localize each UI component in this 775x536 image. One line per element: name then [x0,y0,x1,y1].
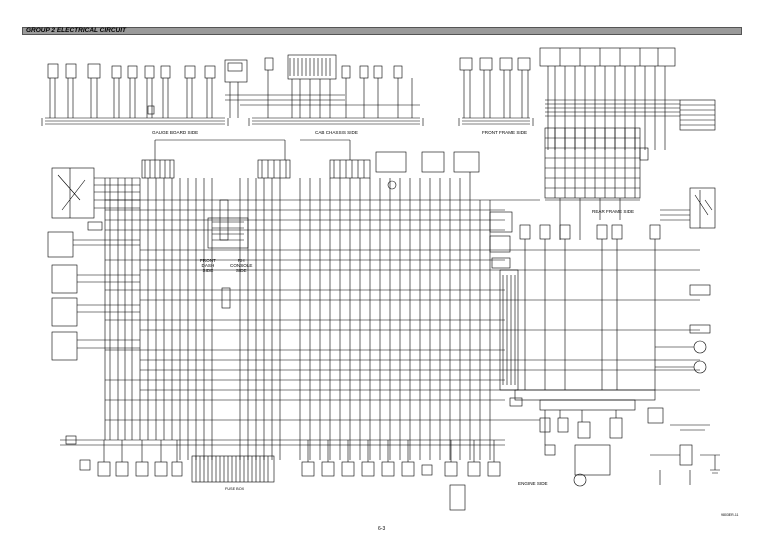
page-title: GROUP 2 ELECTRICAL CIRCUIT [26,27,127,34]
rear-frame-side-label: REAR FRAME SIDE [592,209,635,214]
rh-console-side-label: RH CONSOLE SIDE [230,258,253,273]
front-frame-side-label: FRONT FRAME SIDE [482,130,528,135]
front-dash-side-label: FRONT DASH SIDE [200,258,216,273]
header-bar: GROUP 2 ELECTRICAL CIRCUIT [22,27,742,35]
gauge-board-connectors [47,63,216,115]
fuse-box-label: FUSE BOX [225,487,245,491]
page-number: 6-3 [378,526,386,532]
engine-side-label: ENGINE SIDE [518,481,548,486]
drawing-code: 9803ER-11 [721,513,739,517]
cab-chassis-side-label: CAB CHASSIS SIDE [315,130,358,135]
gauge-board-side-label: GAUGE BOARD SIDE [152,130,199,135]
